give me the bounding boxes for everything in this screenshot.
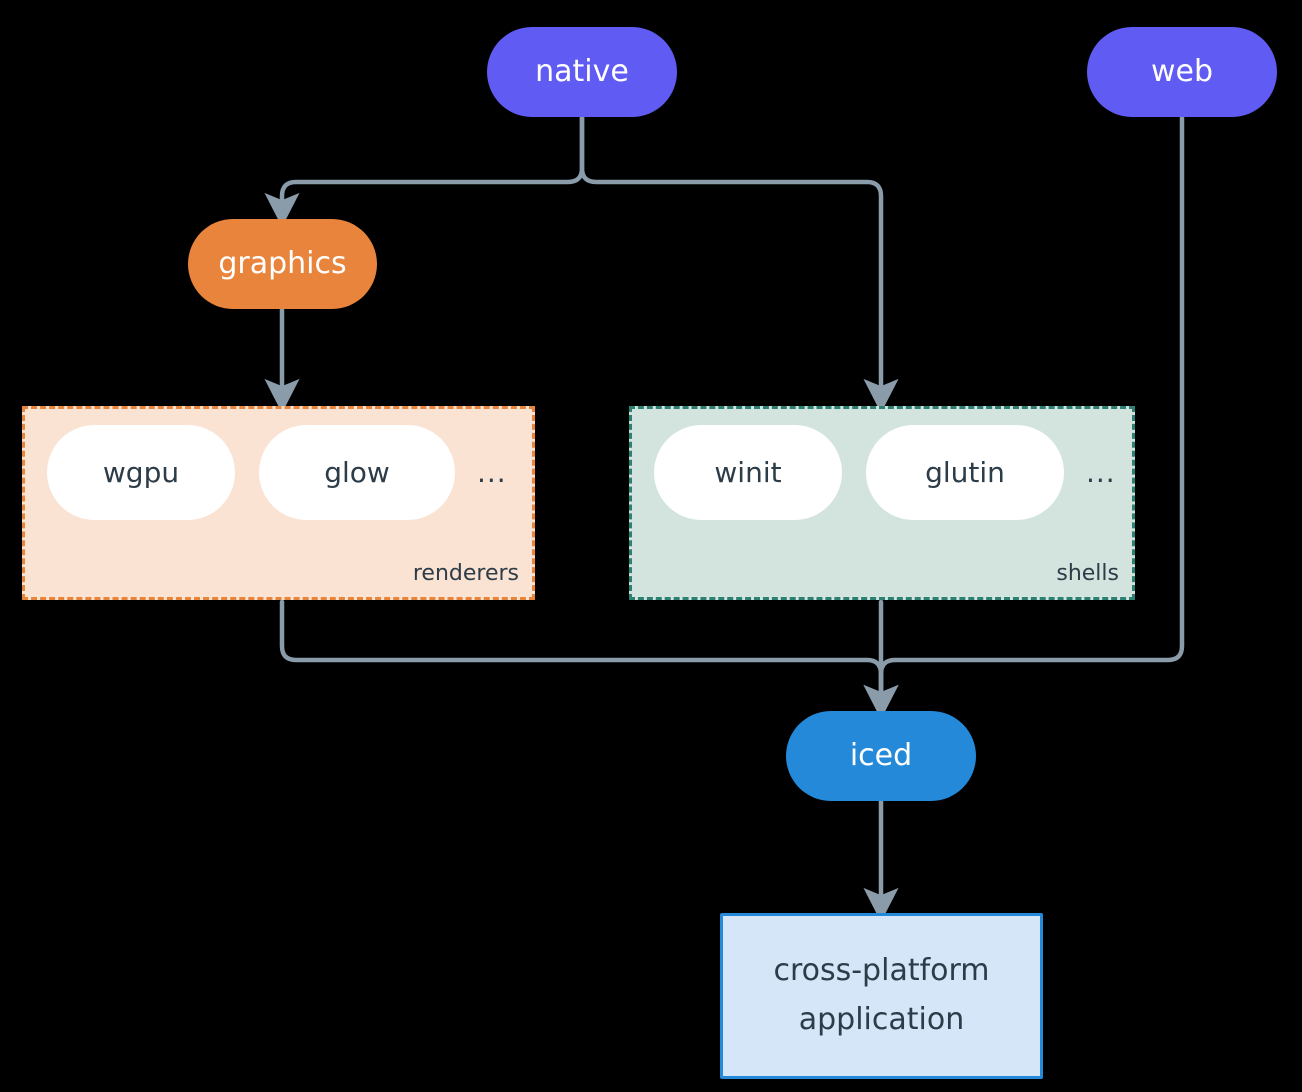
edge-native-to-graphics <box>264 114 585 228</box>
chip-glutin-label: glutin <box>925 456 1005 489</box>
edge-web-to-iced <box>863 114 1185 720</box>
group-renderers-label: renderers <box>412 561 519 586</box>
chip-glow-label: glow <box>324 456 390 489</box>
group-renderers[interactable]: wgpu glow ... renderers <box>22 406 535 600</box>
node-graphics-label: graphics <box>218 245 347 281</box>
shells-overflow-ellipsis: ... <box>1086 456 1116 489</box>
chip-wgpu[interactable]: wgpu <box>47 425 235 520</box>
node-application[interactable]: cross-platform application <box>720 913 1043 1079</box>
chip-glow[interactable]: glow <box>259 425 455 520</box>
group-shells-label: shells <box>1056 561 1119 586</box>
renderers-overflow-ellipsis: ... <box>477 456 507 489</box>
edge-native-to-shells <box>579 114 899 414</box>
node-application-label-line1: cross-platform <box>773 953 990 989</box>
node-native-label: native <box>535 53 629 89</box>
edge-renderers-to-iced <box>279 599 899 720</box>
chip-wgpu-label: wgpu <box>102 456 180 489</box>
chip-winit[interactable]: winit <box>654 425 842 520</box>
group-shells[interactable]: winit glutin ... shells <box>629 406 1135 600</box>
node-web[interactable]: web <box>1087 27 1277 117</box>
group-renderers-items: wgpu glow ... <box>47 425 507 520</box>
group-shells-items: winit glutin ... <box>654 425 1116 520</box>
node-native[interactable]: native <box>487 27 677 117</box>
node-iced-label: iced <box>849 737 913 773</box>
node-application-label-line2: application <box>798 1002 965 1037</box>
chip-glutin[interactable]: glutin <box>866 425 1064 520</box>
chip-winit-label: winit <box>714 456 782 489</box>
node-web-label: web <box>1150 53 1214 89</box>
node-graphics[interactable]: graphics <box>188 219 377 309</box>
node-iced[interactable]: iced <box>786 711 976 801</box>
